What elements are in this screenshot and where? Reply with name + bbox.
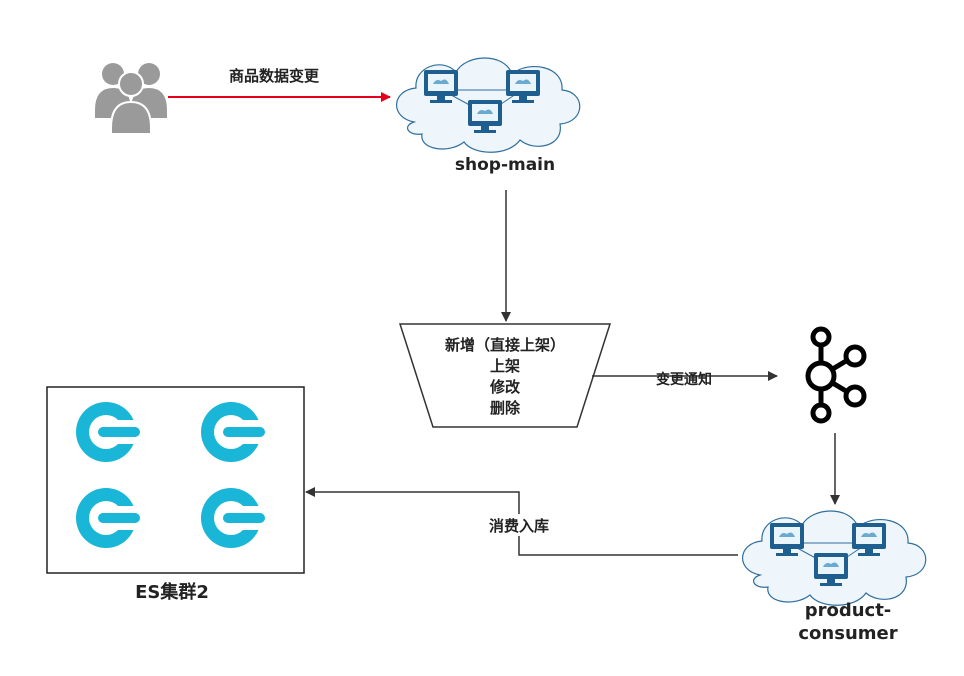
edge-label-bg bbox=[474, 514, 564, 536]
es-cluster-label: ES集群2 bbox=[135, 581, 209, 603]
shop-main-node bbox=[397, 58, 580, 152]
operation-line: 新增（直接上架） bbox=[445, 336, 565, 354]
product-consumer-label: consumer bbox=[798, 623, 897, 644]
kafka-icon bbox=[805, 326, 867, 424]
edge-label-consume-store: 消费入库 bbox=[489, 517, 549, 535]
edge-label-change-notify: 变更通知 bbox=[656, 371, 712, 388]
operation-line: 修改 bbox=[489, 378, 521, 396]
users-group-icon bbox=[95, 63, 167, 135]
product-consumer-label: product- bbox=[805, 600, 892, 621]
operation-line: 上架 bbox=[490, 357, 520, 375]
operation-line: 删除 bbox=[490, 399, 521, 417]
network-cloud-icon bbox=[743, 511, 926, 605]
product-consumer-node bbox=[743, 511, 926, 605]
edge-label-user-to-shop: 商品数据变更 bbox=[229, 67, 320, 85]
shop-main-label: shop-main bbox=[455, 155, 555, 175]
network-cloud-icon bbox=[397, 58, 580, 152]
operations-trapezoid bbox=[398, 323, 612, 428]
